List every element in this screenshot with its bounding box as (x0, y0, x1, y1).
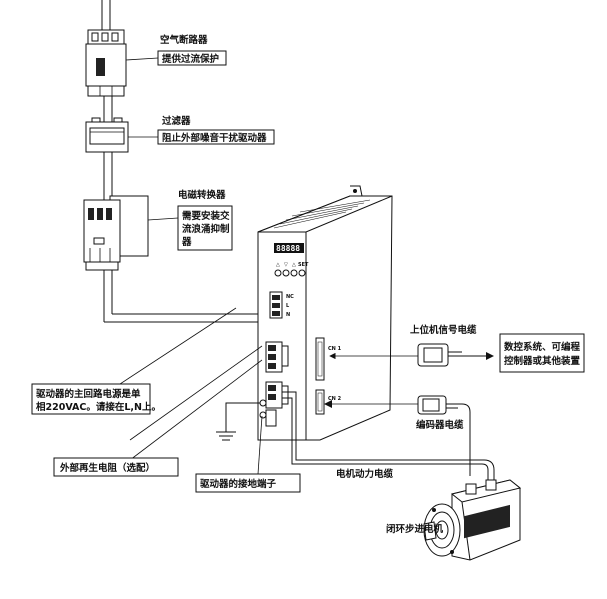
driver-key-2[interactable] (282, 269, 290, 277)
motor-label: 闭环步进电机 (386, 523, 444, 535)
controller-line1: 数控系统、可编程 (503, 341, 581, 353)
motor-cable-label: 电机动力电缆 (336, 468, 394, 480)
main-power-box (31, 383, 151, 415)
signal-cable-label: 上位机信号电缆 (410, 324, 477, 336)
svg-text:N: N (286, 312, 290, 318)
main-power-line2: 相220VAC。请接在L,N上。 (36, 401, 161, 413)
air-breaker-device (85, 29, 127, 97)
svg-text:△: △ (292, 262, 296, 268)
svg-text:CN 2: CN 2 (328, 396, 342, 402)
contactor-desc-line3: 器 (181, 237, 192, 248)
contactor-title: 电磁转换器 (178, 189, 226, 201)
contactor-desc-line2: 流浪涌抑制 (182, 223, 230, 235)
power-feed-wires (103, 270, 272, 323)
stepper-motor (423, 479, 522, 561)
filter-title: 过滤器 (162, 115, 191, 127)
ground-symbol (216, 402, 260, 441)
ground-terminal-label: 驱动器的接地端子 (200, 478, 277, 490)
regen-box (53, 457, 179, 477)
ground-callout-line (257, 415, 263, 475)
contactor-desc-line1: 需要安装交 (182, 210, 230, 222)
motor-power-cable (282, 391, 495, 480)
svg-text:△: △ (276, 262, 280, 268)
svg-text:CN 1: CN 1 (328, 346, 342, 352)
servo-driver: 88888 △ ▽ △ SET NC L N CN 1 CN 2 (257, 185, 393, 441)
encoder-cable (324, 395, 471, 476)
regen-resistor-label: 外部再生电阻（选配） (59, 462, 155, 474)
controller-line2: 控制器或其他装置 (504, 355, 581, 367)
driver-ground-screw (259, 399, 267, 407)
contactor-device (83, 195, 149, 271)
driver-set-label: SET (298, 262, 309, 268)
svg-text:▽: ▽ (284, 262, 288, 268)
contactor-desc-box (177, 205, 233, 251)
filter-device (85, 117, 129, 153)
filter-desc-box (157, 129, 275, 145)
driver-display-text: 88888 (276, 244, 300, 253)
driver-key-1[interactable] (274, 269, 282, 277)
main-power-callout-lines (119, 307, 263, 441)
driver-key-3[interactable] (290, 269, 298, 277)
driver-key-4[interactable] (298, 269, 306, 277)
driver-display (274, 243, 304, 253)
svg-text:NC: NC (286, 294, 294, 300)
main-power-line1: 驱动器的主回路电源是单 (36, 388, 141, 400)
filter-desc: 阻止外部噪音干扰驱动器 (162, 132, 267, 144)
breaker-desc-box (157, 50, 227, 66)
breaker-title: 空气断路器 (160, 34, 208, 46)
svg-text:L: L (286, 303, 290, 309)
breaker-desc: 提供过流保护 (162, 53, 219, 65)
controller-box (499, 333, 585, 373)
signal-cable (329, 343, 494, 367)
encoder-cable-label: 编码器电缆 (416, 419, 464, 431)
regen-callout-line (129, 359, 263, 461)
ground-terminal-box (195, 473, 301, 493)
incoming-power-wires (101, 0, 111, 30)
